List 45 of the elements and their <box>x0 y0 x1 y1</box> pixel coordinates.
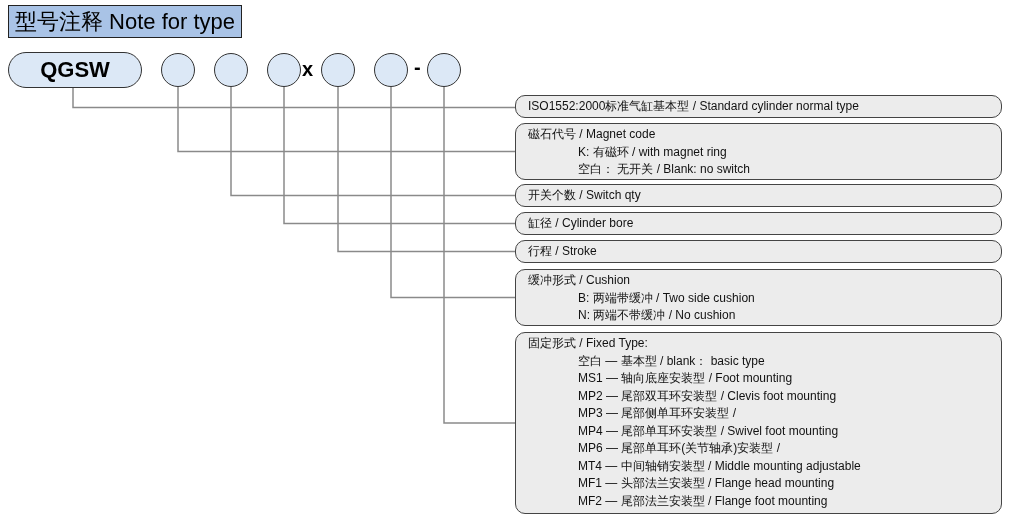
description-box <box>515 95 1002 118</box>
code-circle <box>214 53 248 87</box>
leader-line <box>230 86 516 197</box>
option-text: 空白 — 基本型 / blank： basic type <box>578 352 765 370</box>
option-text: MP3 — 尾部侧单耳环安装型 / <box>578 405 736 422</box>
option-text: MP6 — 尾部单耳环(关节轴承)安装型 / <box>578 440 780 457</box>
separator-text: x <box>302 58 314 80</box>
option-text: MS1 — 轴向底座安装型 / Foot mounting <box>578 370 793 387</box>
code-circle <box>161 53 195 87</box>
code-circle <box>321 53 355 87</box>
description-heading: 固定形式 / Fixed Type: <box>528 335 648 352</box>
option-text: MF1 — 头部法兰安装型 / Flange head mounting <box>578 475 835 492</box>
leader-line <box>177 86 516 153</box>
option-text: B: 两端带缓冲 / Two side cushion <box>578 289 755 307</box>
description-box <box>515 184 1002 207</box>
option-text: 空白： 无开关 / Blank: no switch <box>578 161 751 178</box>
description-box <box>515 123 1002 180</box>
description-heading: 磁石代号 / Magnet code <box>528 126 656 143</box>
description-box <box>515 332 1002 514</box>
model-code-pill <box>8 52 142 88</box>
separator-text: - <box>414 56 421 78</box>
model-code: QGSW <box>40 57 110 83</box>
leader-line <box>390 86 516 299</box>
description-heading: 开关个数 / Switch qty <box>528 187 641 204</box>
description-heading: 缓冲形式 / Cushion <box>528 272 631 289</box>
option-text: MF2 — 尾部法兰安装型 / Flange foot mounting <box>578 492 828 510</box>
title: 型号注释 Note for type <box>8 5 243 38</box>
code-circle <box>267 53 301 87</box>
description-box <box>515 240 1002 263</box>
option-text: MP2 — 尾部双耳环安装型 / Clevis foot mounting <box>578 387 837 405</box>
description-heading: 行程 / Stroke <box>528 243 597 260</box>
leader-line <box>443 86 516 424</box>
leader-line <box>72 87 516 109</box>
description-box <box>515 212 1002 235</box>
leader-line <box>283 86 516 225</box>
code-circle <box>427 53 461 87</box>
option-text: MT4 — 中间轴销安装型 / Middle mounting adjustable <box>578 457 861 475</box>
option-text: K: 有磁环 / with magnet ring <box>578 143 727 161</box>
code-circle <box>374 53 408 87</box>
description-heading: 缸径 / Cylinder bore <box>528 215 634 232</box>
description-box <box>515 269 1002 326</box>
leader-line <box>337 86 516 253</box>
option-text: N: 两端不带缓冲 / No cushion <box>578 307 736 324</box>
description-heading: ISO1552:2000标准气缸基本型 / Standard cylinder normal type <box>528 98 859 115</box>
option-text: MP4 — 尾部单耳环安装型 / Swivel foot mounting <box>578 422 839 440</box>
